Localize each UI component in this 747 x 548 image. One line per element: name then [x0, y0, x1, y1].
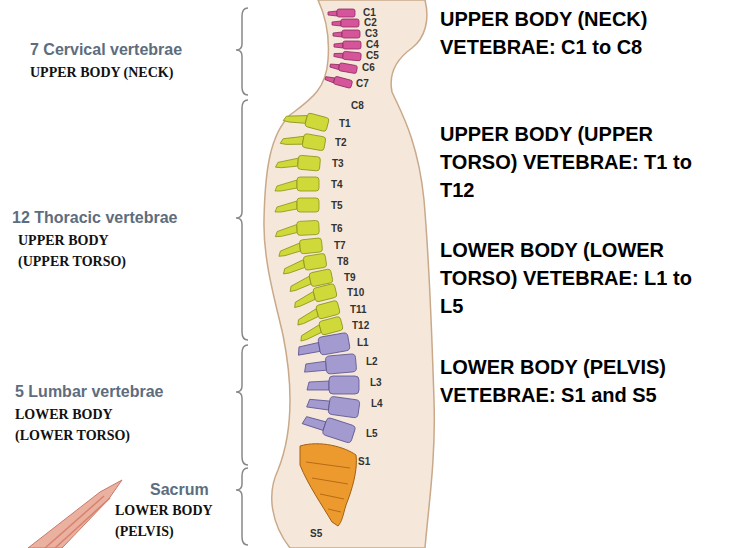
vertebra-label: C7 — [356, 78, 369, 89]
summary-block: UPPER BODY (NECK) VETEBRAE: C1 to C8 — [440, 5, 720, 61]
brace — [236, 8, 248, 95]
summary-block: LOWER BODY (LOWER TORSO) VETEBRAE: L1 to… — [440, 236, 720, 320]
thoracic-vertebra — [277, 238, 322, 257]
thoracic-vertebra — [276, 153, 321, 171]
thoracic-vertebra — [280, 130, 326, 151]
vertebra-label: T5 — [331, 200, 343, 211]
group-heading: 5 Lumbar vertebrae — [15, 382, 164, 402]
lumbar-vertebra — [301, 410, 356, 443]
cervical-vertebra — [334, 41, 361, 49]
thoracic-vertebra — [275, 220, 320, 236]
vertebra-label: T10 — [347, 287, 364, 298]
vertebra-label: C5 — [366, 50, 379, 61]
vertebra-label: T9 — [344, 272, 356, 283]
brace — [236, 468, 248, 545]
region-label: UPPER BODY (NECK) — [30, 62, 230, 83]
vertebra-label: L4 — [371, 398, 383, 409]
thoracic-vertebra — [275, 177, 319, 191]
sacrum-ridge — [306, 462, 350, 512]
summary-block: LOWER BODY (PELVIS) VETEBRAE: S1 and S5 — [440, 353, 720, 409]
summary-block: UPPER BODY (UPPER TORSO) VETEBRAE: T1 to… — [440, 120, 720, 204]
group-heading: Sacrum — [150, 480, 209, 500]
thoracic-vertebra — [275, 198, 319, 212]
cervical-vertebra — [334, 51, 362, 61]
cervical-vertebra — [330, 61, 358, 74]
lumbar-vertebra — [303, 354, 356, 376]
vertebra-label: C2 — [364, 17, 377, 28]
region-label: LOWER BODY (LOWER TORSO) — [15, 404, 155, 446]
vertebra-label: C3 — [365, 28, 378, 39]
cervical-vertebra — [332, 19, 359, 27]
vertebra-label: S1 — [358, 456, 370, 467]
body-silhouette — [264, 0, 434, 548]
vertebra-label: T2 — [335, 137, 347, 148]
vertebra-label: T4 — [331, 179, 343, 190]
vertebra-label: T7 — [334, 240, 346, 251]
cervical-vertebra — [333, 30, 360, 38]
sacrum-bone — [300, 444, 356, 526]
group-heading: 7 Cervical vertebrae — [30, 40, 182, 60]
vertebra-label: C1 — [363, 7, 376, 18]
vertebra-label: L3 — [370, 377, 382, 388]
vertebra-label: T1 — [339, 118, 351, 129]
thoracic-vertebra — [283, 107, 329, 132]
vertebra-label: T6 — [331, 223, 343, 234]
vertebra-label: C4 — [366, 39, 379, 50]
vertebra-label: T8 — [337, 256, 349, 267]
vertebra-label: C6 — [362, 62, 375, 73]
cervical-vertebra — [328, 9, 355, 17]
vertebra-label: L1 — [357, 337, 369, 348]
vertebra-label: T12 — [352, 320, 369, 331]
cervical-vertebra — [325, 74, 353, 89]
lumbar-vertebra — [307, 376, 359, 394]
region-label: UPPER BODY (UPPER TORSO) — [18, 230, 158, 272]
region-label: LOWER BODY (PELVIS) — [115, 500, 227, 542]
vertebra-label: C8 — [351, 100, 364, 111]
arm-muscle-line — [45, 496, 110, 548]
brace — [236, 345, 248, 465]
vertebra-label: S5 — [310, 528, 322, 539]
vertebra-label: L2 — [366, 356, 378, 367]
group-heading: 12 Thoracic vertebrae — [12, 208, 177, 228]
vertebra-label: L5 — [366, 428, 378, 439]
arm-illustration — [28, 480, 122, 548]
vertebra-label: T11 — [350, 304, 367, 315]
lumbar-vertebra — [306, 393, 360, 418]
brace — [236, 100, 248, 340]
vertebra-label: T3 — [332, 158, 344, 169]
